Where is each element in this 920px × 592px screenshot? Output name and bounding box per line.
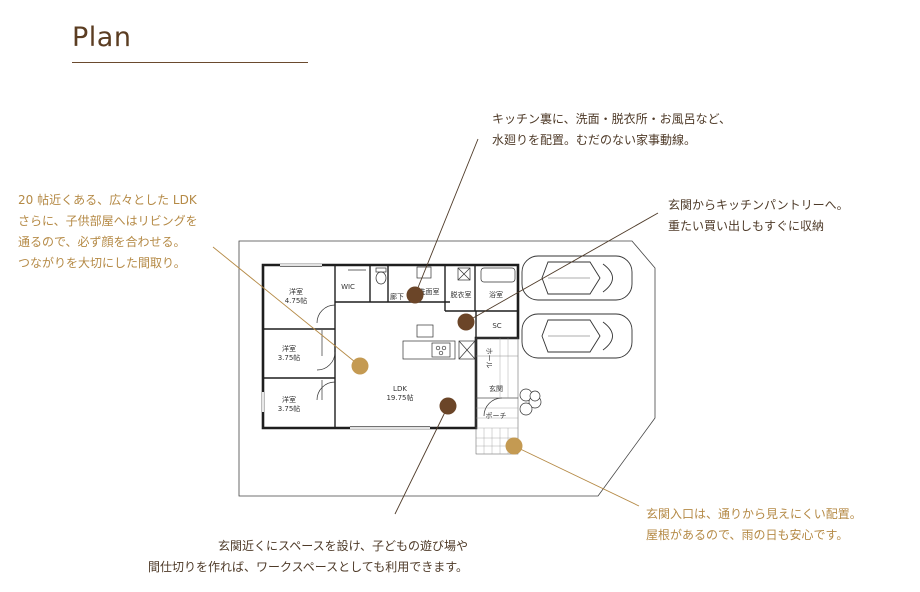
note-ldk-line-3: 通るので、必ず顔を合わせる。 bbox=[18, 235, 186, 249]
note-ldk: 20 帖近くある、広々とした LDK さらに、子供部屋へはリビングを 通るので、… bbox=[18, 190, 198, 274]
marker-kitchen bbox=[406, 286, 424, 304]
shrubs bbox=[519, 388, 542, 416]
page-title: Plan bbox=[72, 22, 132, 53]
note-ldk-line-1: 20 帖近くある、広々とした LDK bbox=[18, 193, 197, 207]
note-ldk-line-4: つながりを大切にした間取り。 bbox=[18, 256, 186, 270]
room-sc: SC bbox=[492, 322, 501, 330]
note-space: 玄関近くにスペースを設け、子どもの遊び場や 間仕切りを作れば、ワークスペースとし… bbox=[106, 536, 468, 578]
room-wic: WIC bbox=[341, 283, 355, 291]
note-ldk-line-2: さらに、子供部屋へはリビングを bbox=[18, 214, 198, 228]
note-space-line-2: 間仕切りを作れば、ワークスペースとしても利用できます。 bbox=[147, 560, 468, 574]
note-kitchen: キッチン裏に、洗面・脱衣所・お風呂など、 水廻りを配置。むだのない家事動線。 bbox=[492, 109, 731, 151]
room-western3-name: 洋室 bbox=[282, 395, 296, 404]
note-entrance-line-1: 玄関入口は、通りから見えにくい配置。 bbox=[646, 507, 862, 521]
room-western1-name: 洋室 bbox=[289, 287, 303, 296]
leader-lines bbox=[212, 138, 659, 515]
toilet bbox=[375, 267, 387, 285]
car-top bbox=[521, 255, 633, 301]
room-genkan: 玄関 bbox=[489, 384, 503, 393]
note-kitchen-line-1: キッチン裏に、洗面・脱衣所・お風呂など、 bbox=[492, 112, 732, 126]
marker-pantry bbox=[457, 313, 475, 331]
room-bath: 浴室 bbox=[489, 290, 503, 299]
marker-space bbox=[439, 397, 457, 415]
site-boundary bbox=[238, 240, 656, 497]
room-ldk-size: 19.75帖 bbox=[386, 393, 413, 402]
note-pantry: 玄関からキッチンパントリーへ。 重たい買い出しもすぐに収納 bbox=[668, 195, 849, 237]
room-western1-size: 4.75帖 bbox=[285, 296, 308, 305]
room-hall: ホール bbox=[485, 348, 493, 369]
room-western2-name: 洋室 bbox=[282, 344, 296, 353]
windows bbox=[262, 264, 430, 429]
marker-entrance bbox=[505, 437, 523, 455]
closets bbox=[321, 269, 366, 400]
note-entrance-line-2: 屋根があるので、雨の日も安心です。 bbox=[646, 528, 849, 542]
car-bottom bbox=[521, 313, 633, 359]
kitchen bbox=[402, 324, 476, 360]
room-hallway: 廊下 bbox=[390, 292, 404, 301]
note-entrance: 玄関入口は、通りから見えにくい配置。 屋根があるので、雨の日も安心です。 bbox=[646, 504, 862, 546]
room-western2-size: 3.75帖 bbox=[278, 353, 301, 362]
note-pantry-line-1: 玄関からキッチンパントリーへ。 bbox=[668, 198, 849, 212]
fixtures bbox=[416, 266, 516, 283]
entrance-area bbox=[475, 337, 519, 455]
note-kitchen-line-2: 水廻りを配置。むだのない家事動線。 bbox=[492, 133, 697, 147]
note-space-line-1: 玄関近くにスペースを設け、子どもの遊び場や bbox=[218, 539, 468, 553]
title-underline bbox=[72, 62, 308, 63]
room-dressing: 脱衣室 bbox=[451, 290, 472, 299]
interior-walls bbox=[263, 265, 518, 428]
note-pantry-line-2: 重たい買い出しもすぐに収納 bbox=[668, 219, 825, 233]
marker-ldk bbox=[351, 357, 369, 375]
room-ldk-name: LDK bbox=[393, 385, 407, 393]
room-western3-size: 3.75帖 bbox=[278, 404, 301, 413]
room-porch: ポーチ bbox=[486, 412, 507, 420]
room-washroom: 洗面室 bbox=[419, 287, 440, 296]
